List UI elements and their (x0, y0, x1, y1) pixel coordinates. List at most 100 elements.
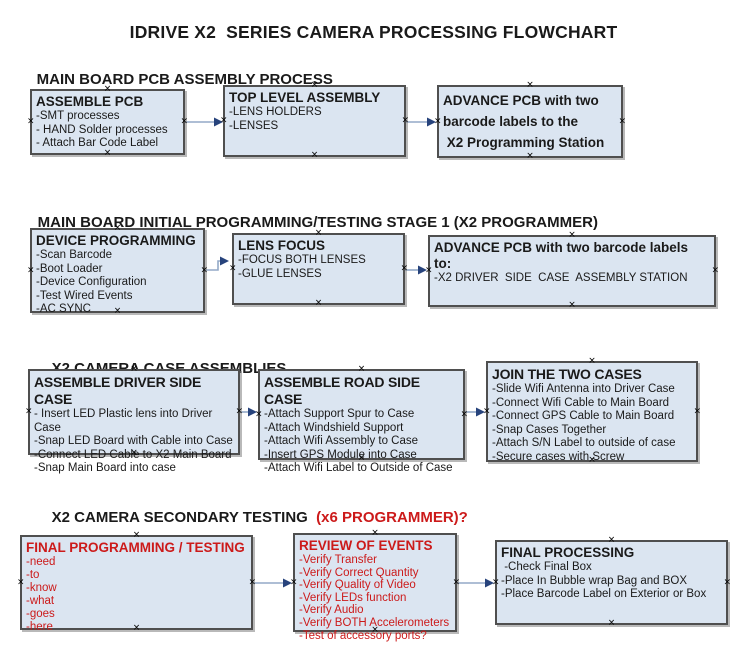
box-item: -Boot Loader (36, 262, 103, 275)
box-item: -AC SYNC (36, 303, 91, 315)
box-item: - HAND Solder processes (36, 123, 168, 136)
box-title: FINAL PROCESSING (501, 545, 635, 560)
section-heading-text: X2 CAMERA SECONDARY TESTING (51, 509, 317, 526)
box-title: ASSEMBLE ROAD SIDE CASE (264, 374, 424, 407)
box-item: -what (26, 595, 55, 607)
connection-point-icon: × (357, 364, 366, 374)
connector-arrow-finalprog-to-review[interactable] (253, 575, 295, 591)
box-item: -Connect GPS Cable to Main Board (492, 410, 675, 422)
box-line: barcode labels to the (443, 114, 579, 129)
box-item: -Attach Windshield Support (264, 421, 404, 434)
box-title: ADVANCE PCB with two barcode labels to: (434, 240, 692, 271)
box-item: -Attach Support Spur to Case (264, 408, 415, 420)
connector-arrow-pcb-to-toplevel[interactable] (185, 114, 225, 130)
box-title: REVIEW OF EVENTS (299, 538, 433, 553)
flow-box-assemble-driver-side-case[interactable]: ASSEMBLE DRIVER SIDE CASE - Insert LED P… (25, 365, 243, 475)
section-heading-text: MAIN BOARD INITIAL PROGRAMMING/TESTING S… (37, 214, 598, 231)
box-item: -Scan Barcode (36, 249, 113, 261)
box-item: -Attach S/N Label to outside of case (492, 437, 676, 449)
box-item: -Test Wired Events (36, 289, 133, 302)
connector-arrow-road-to-join[interactable] (465, 404, 488, 420)
connection-point-icon: × (27, 265, 35, 275)
box-item: - Attach Bar Code Label (36, 137, 159, 149)
box-item: -Place In Bubble wrap Bag and BOX (501, 574, 688, 587)
section-heading-red-text: (x6 PROGRAMMER)? (316, 509, 468, 526)
box-item: -Device Configuration (36, 276, 147, 288)
flow-box-device-programming[interactable]: DEVICE PROGRAMMING -Scan Barcode -Boot L… (27, 224, 208, 316)
box-item: -Snap LED Board with Cable into Case (34, 435, 233, 447)
box-title: ASSEMBLE DRIVER SIDE CASE (34, 374, 205, 407)
connector-arrow-review-to-finalproc[interactable] (457, 575, 497, 591)
connection-point-icon: × (27, 116, 35, 127)
flow-box-final-processing[interactable]: FINAL PROCESSING -Check Final Box -Place… (492, 536, 731, 628)
box-item: -Insert GPS Module into Case (264, 448, 417, 461)
box-item: -Attach Wifi Assembly to Case (264, 435, 419, 447)
box-item: -Test of accessory ports? (299, 629, 427, 642)
connection-point-icon: × (314, 298, 323, 308)
section-heading-initial-programming: MAIN BOARD INITIAL PROGRAMMING/TESTING S… (21, 197, 598, 248)
box-item: -SMT processes (36, 110, 120, 122)
box-title: DEVICE PROGRAMMING (36, 233, 196, 248)
box-item: -Snap Cases Together (492, 423, 607, 436)
flow-box-top-level-assembly[interactable]: TOP LEVEL ASSEMBLY -LENS HOLDERS -LENSES… (220, 81, 409, 160)
box-item: -FOCUS BOTH LENSES (238, 254, 366, 266)
box-item: -LENS HOLDERS (229, 106, 322, 118)
flow-box-join-the-two-cases[interactable]: JOIN THE TWO CASES -Slide Wifi Antenna i… (483, 357, 701, 465)
box-item: -to (26, 569, 40, 581)
connection-point-icon: × (723, 577, 731, 587)
page-title: IDRIVE X2 SERIES CAMERA PROCESSING FLOWC… (129, 22, 618, 42)
box-item: -Check Final Box (501, 561, 592, 573)
box-item: -Verify Correct Quantity (299, 566, 419, 579)
connection-point-icon: × (693, 406, 701, 416)
box-title: FINAL PROGRAMMING / TESTING (26, 540, 245, 555)
box-item: -LENSES (229, 119, 279, 132)
box-item: -know (26, 582, 57, 594)
connector-arrow-lensfocus-to-advance[interactable] (405, 262, 430, 278)
box-title: JOIN THE TWO CASES (492, 366, 642, 382)
box-item: -need (26, 556, 56, 568)
connection-point-icon: × (588, 356, 596, 366)
connector-arrow-driver-to-road[interactable] (240, 404, 260, 420)
box-item: -goes (26, 608, 55, 620)
box-item: -Verify Quality of Video (299, 579, 416, 592)
box-item: -X2 DRIVER SIDE CASE ASSEMBLY STATION (434, 272, 688, 284)
box-item: -Verify Transfer (299, 554, 377, 566)
box-item: -Attach Wifi Label to Outside of Case (264, 462, 453, 474)
box-item: -Verify LEDs function (299, 591, 407, 604)
connector-elbow-device-to-lensfocus[interactable] (204, 253, 234, 279)
connection-point-icon: × (25, 406, 33, 417)
flow-box-advance-pcb-driver-side[interactable]: ADVANCE PCB with two barcode labels to: … (425, 231, 719, 310)
box-item: -Secure cases with Screw (492, 450, 625, 463)
box-item: -Connect LED Cable to X2 Main Board (34, 448, 232, 461)
section-heading-secondary-testing: X2 CAMERA SECONDARY TESTING (x6 PROGRAMM… (35, 492, 468, 543)
connection-point-icon: × (310, 150, 319, 160)
box-item: -GLUE LENSES (238, 267, 322, 280)
box-line: ADVANCE PCB with two (443, 93, 599, 108)
box-title: LENS FOCUS (238, 238, 326, 253)
box-item: -Slide Wifi Antenna into Driver Case (492, 383, 675, 395)
box-title: ASSEMBLE PCB (36, 94, 144, 109)
flow-box-assemble-road-side-case[interactable]: ASSEMBLE ROAD SIDE CASE -Attach Support … (255, 365, 468, 475)
connection-point-icon: × (607, 535, 616, 545)
flow-box-assemble-pcb[interactable]: ASSEMBLE PCB -SMT processes - HAND Solde… (27, 85, 188, 158)
connection-point-icon: × (711, 265, 719, 276)
flow-box-review-of-events[interactable]: REVIEW OF EVENTS -Verify Transfer -Verif… (290, 529, 460, 642)
box-item: -Verify BOTH Accelerometers (299, 616, 450, 629)
box-item: -Snap Main Board into case (34, 462, 176, 474)
connector-arrow-toplevel-to-advance[interactable] (406, 114, 439, 130)
flow-box-advance-pcb-programming-station[interactable]: ADVANCE PCB with two barcode labels to t… (434, 81, 626, 161)
connection-point-icon: × (618, 116, 626, 126)
connection-point-icon: × (607, 618, 616, 628)
box-item: -Place Barcode Label on Exterior or Box (501, 588, 707, 600)
section-heading-pcb-assembly: MAIN BOARD PCB ASSEMBLY PROCESS (20, 54, 333, 105)
box-item: -Connect Wifi Cable to Main Board (492, 396, 670, 409)
box-line: X2 Programming Station (443, 135, 605, 150)
box-title: TOP LEVEL ASSEMBLY (229, 90, 381, 105)
box-item: - Insert LED Plastic lens into Driver Ca… (34, 408, 216, 434)
box-item: -Verify Audio (299, 604, 364, 617)
flow-box-final-programming-testing[interactable]: FINAL PROGRAMMING / TESTING -need -to -k… (17, 531, 256, 634)
box-item: -here (26, 621, 53, 633)
flow-box-lens-focus[interactable]: LENS FOCUS -FOCUS BOTH LENSES -GLUE LENS… (229, 229, 408, 308)
connection-point-icon: × (526, 80, 534, 90)
